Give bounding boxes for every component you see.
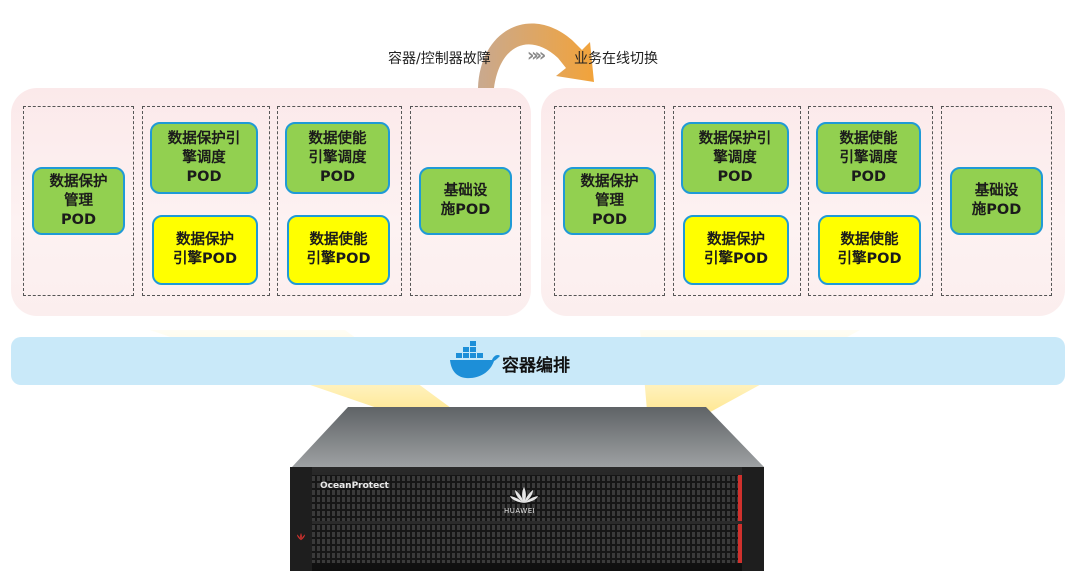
pod-column-mgmt <box>554 106 665 296</box>
pod-column-protect <box>142 106 270 296</box>
failover-arrow <box>478 23 594 88</box>
pod-box-protect-engine: 数据保护 引擎POD <box>152 215 258 285</box>
storage-device-chassis <box>290 407 764 571</box>
pod-box-protect-scheduler: 数据保护引 擎调度 POD <box>681 122 789 194</box>
pod-box-enable-scheduler: 数据使能 引擎调度 POD <box>285 122 390 194</box>
storage-device: OceanProtect HUAWEI <box>286 405 768 573</box>
double-chevron-icon: »» <box>527 45 546 66</box>
pod-column-mgmt <box>23 106 134 296</box>
pod-column-enable <box>277 106 402 296</box>
pod-column-infra <box>410 106 521 296</box>
orchestration-label: 容器编排 <box>502 356 570 376</box>
device-model-label: OceanProtect <box>320 481 389 491</box>
failure-caption: 容器/控制器故障 <box>388 51 491 67</box>
pod-column-protect <box>673 106 801 296</box>
pod-column-enable <box>808 106 933 296</box>
pod-box-enable-engine: 数据使能 引擎POD <box>818 215 921 285</box>
pod-column-infra <box>941 106 1052 296</box>
orchestration-band <box>11 337 1065 385</box>
pod-box-protect-engine: 数据保护 引擎POD <box>683 215 789 285</box>
pod-box-enable-engine: 数据使能 引擎POD <box>287 215 390 285</box>
pod-box-mgmt: 数据保护 管理 POD <box>563 167 656 235</box>
pod-box-enable-scheduler: 数据使能 引擎调度 POD <box>816 122 921 194</box>
pod-box-mgmt: 数据保护 管理 POD <box>32 167 125 235</box>
docker-whale-icon <box>450 341 500 379</box>
device-brand-label: HUAWEI <box>504 507 536 515</box>
pod-box-protect-scheduler: 数据保护引 擎调度 POD <box>150 122 258 194</box>
switch-caption: 业务在线切换 <box>574 51 658 67</box>
pod-box-infra: 基础设 施POD <box>950 167 1043 235</box>
pod-box-infra: 基础设 施POD <box>419 167 512 235</box>
